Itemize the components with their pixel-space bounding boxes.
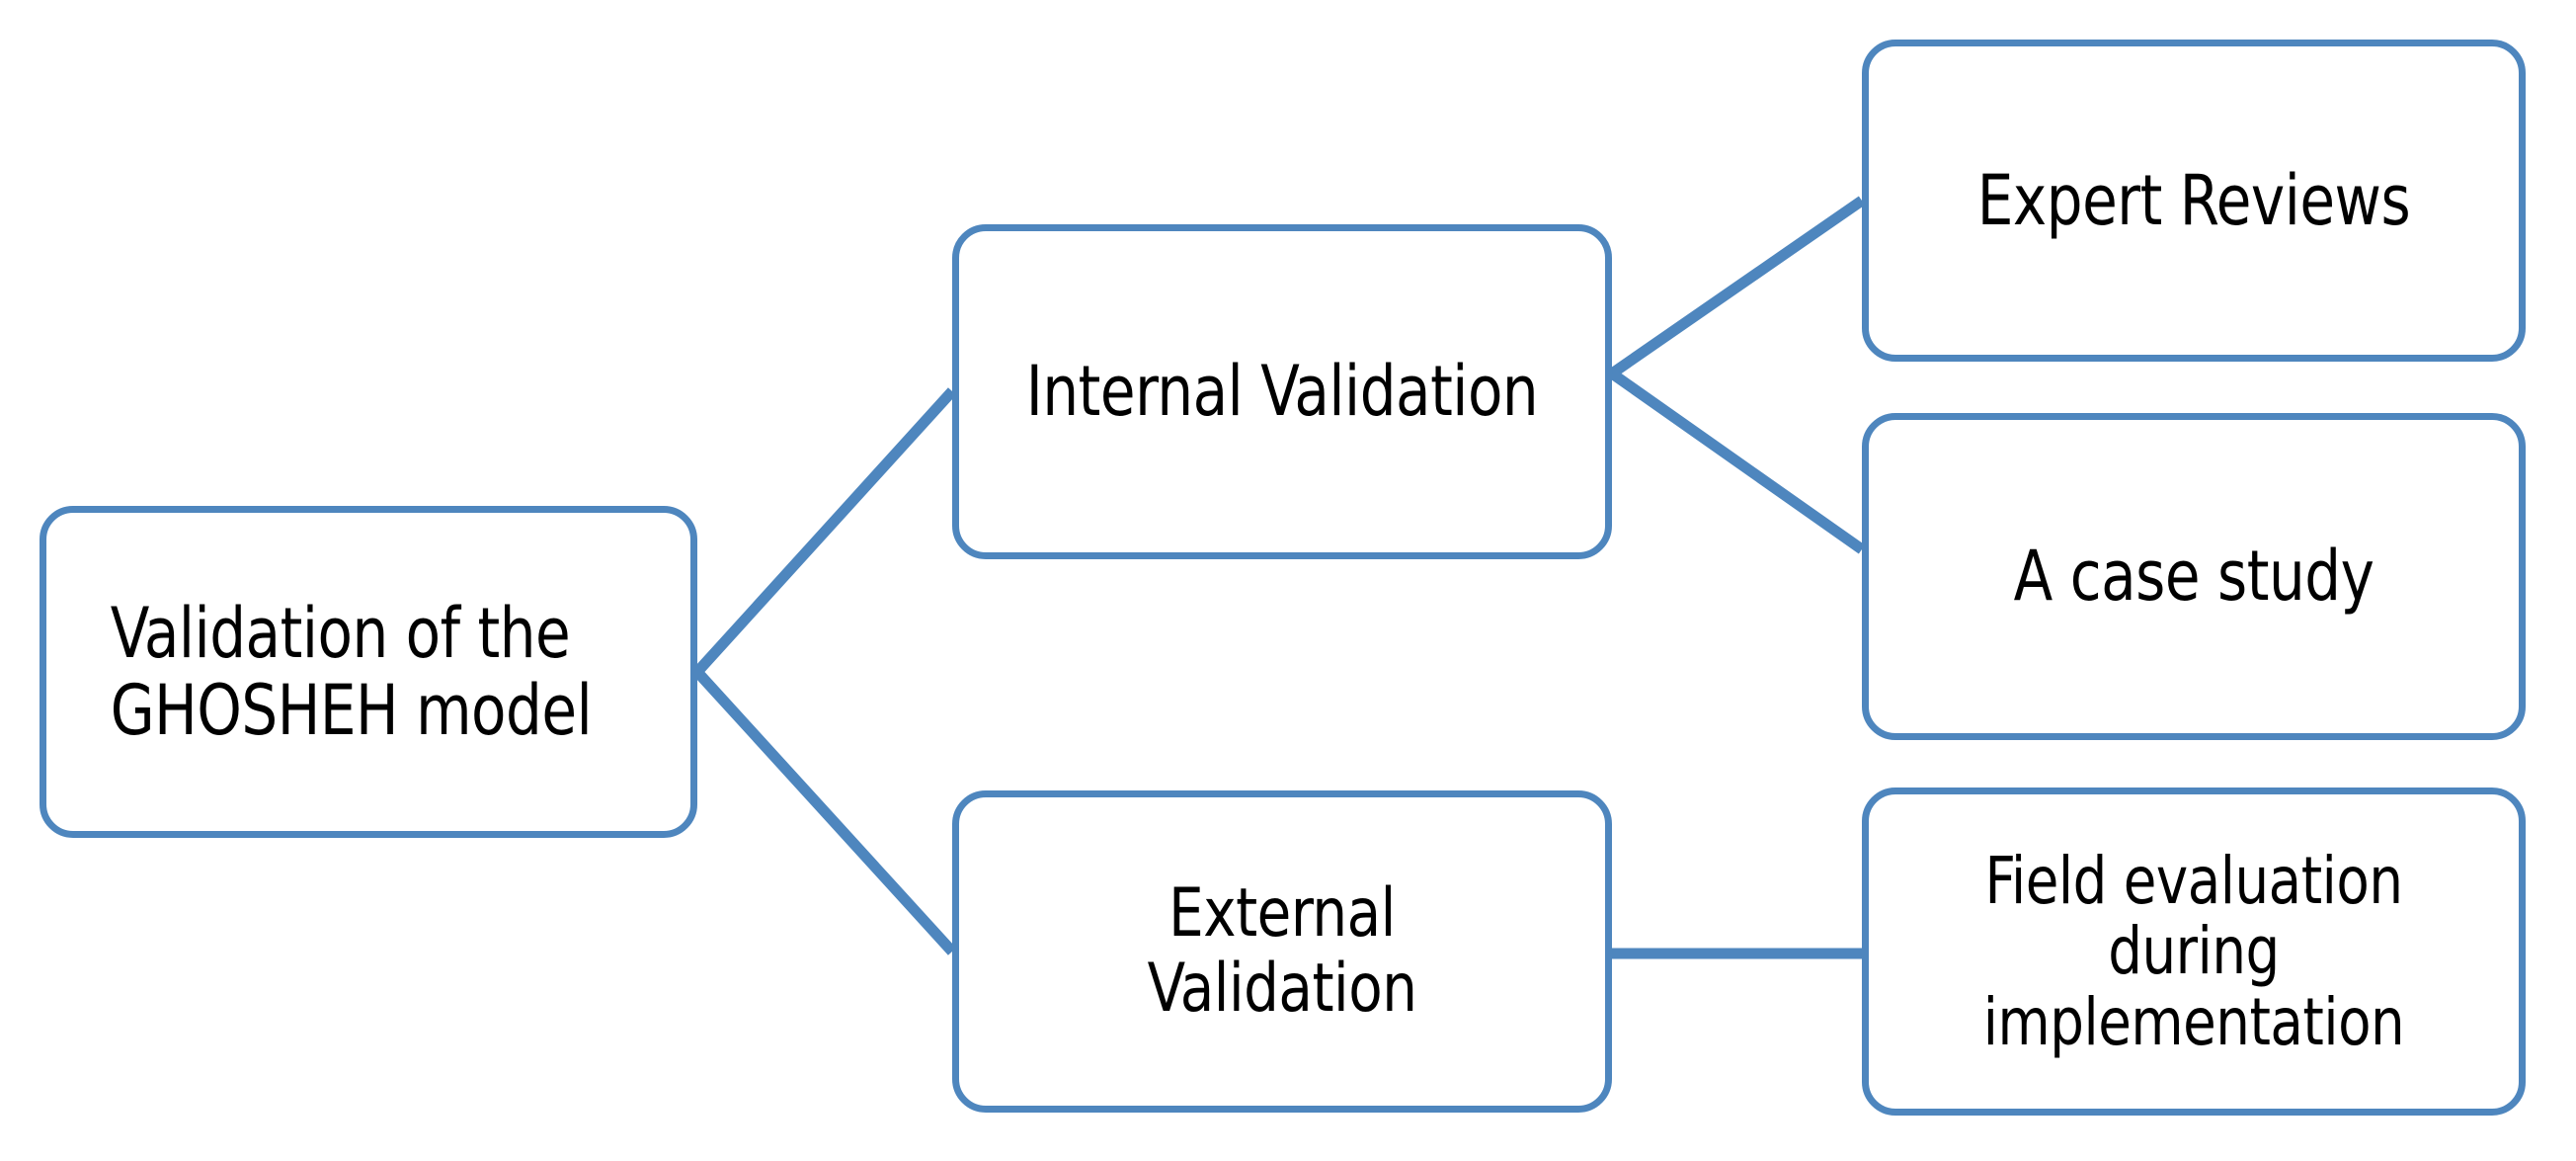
node-field-evaluation-during-implementation[interactable]: Field evaluation during implementation <box>1862 788 2526 1116</box>
node-label-external: External Validation <box>1147 873 1417 1028</box>
edge-internal-to-expert <box>1608 196 1866 378</box>
node-internal-validation[interactable]: Internal Validation <box>952 224 1612 559</box>
node-a-case-study[interactable]: A case study <box>1862 413 2526 740</box>
node-label-expert: Expert Reviews <box>1976 159 2411 241</box>
node-label-case: A case study <box>2013 536 2375 618</box>
node-expert-reviews[interactable]: Expert Reviews <box>1862 40 2526 362</box>
node-label-internal: Internal Validation <box>1025 351 1539 433</box>
node-validation-of-the-ghosheh-model[interactable]: Validation of the GHOSHEH model <box>40 506 697 838</box>
edge-internal-to-case <box>1608 369 1866 554</box>
node-label-field: Field evaluation during implementation <box>1982 843 2405 1060</box>
edge-root-to-external <box>692 668 957 955</box>
edge-root-to-internal <box>692 387 957 676</box>
node-external-validation[interactable]: External Validation <box>952 790 1612 1113</box>
node-label-root: Validation of the GHOSHEH model <box>110 592 593 751</box>
